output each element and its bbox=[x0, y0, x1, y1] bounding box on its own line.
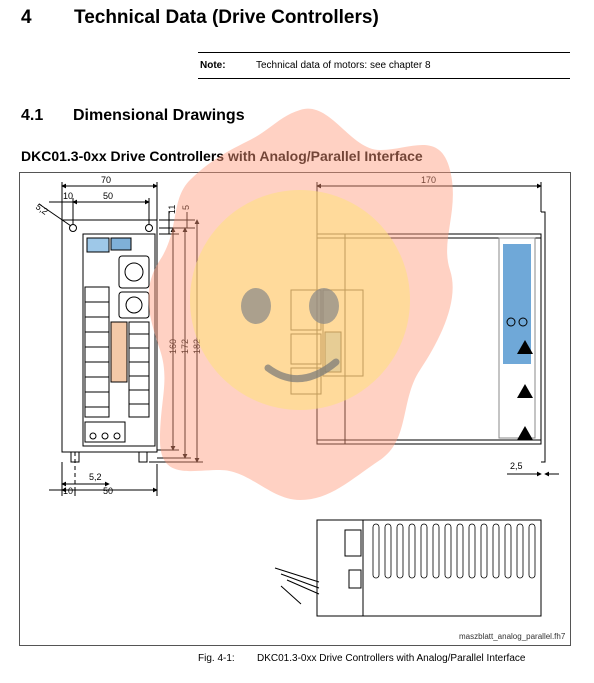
front-terminal-strip bbox=[84, 286, 110, 418]
dim-height-172: 172 bbox=[180, 339, 190, 354]
chapter-title: Technical Data (Drive Controllers) bbox=[74, 7, 379, 28]
note-label: Note: bbox=[200, 60, 226, 71]
front-view bbox=[61, 219, 158, 490]
dim-height-5: 5 bbox=[181, 205, 191, 210]
dim-width-50-top: 50 bbox=[103, 191, 113, 201]
section-number: 4.1 bbox=[21, 107, 44, 124]
side-view bbox=[290, 211, 546, 463]
figure-caption: DKC01.3-0xx Drive Controllers with Analo… bbox=[257, 653, 526, 664]
dim-bottom-52: 5,2 bbox=[89, 472, 102, 482]
dim-height-11: 11 bbox=[167, 205, 177, 214]
dim-bottom-10: 10 bbox=[63, 486, 73, 496]
dim-width-70: 70 bbox=[101, 175, 111, 185]
dim-bottom-50: 50 bbox=[103, 486, 113, 496]
figure-label: Fig. 4-1: bbox=[198, 653, 235, 664]
top-view bbox=[274, 519, 542, 617]
dim-offset-10-top: 10 bbox=[63, 191, 73, 201]
dim-angle-52: 5,2 bbox=[34, 201, 50, 216]
section-title: Dimensional Drawings bbox=[73, 107, 245, 124]
chapter-number: 4 bbox=[21, 7, 32, 28]
subsection-title: DKC01.3-0xx Drive Controllers with Analo… bbox=[21, 148, 423, 164]
dim-height-160: 160 bbox=[168, 339, 178, 354]
note-rule-bottom bbox=[198, 78, 570, 79]
dim-flange-25: 2,5 bbox=[510, 461, 523, 471]
drawing-source-file: maszblatt_analog_parallel.fh7 bbox=[459, 632, 566, 641]
figure-frame bbox=[19, 172, 571, 646]
note-rule-top bbox=[198, 52, 570, 53]
note-text: Technical data of motors: see chapter 8 bbox=[256, 60, 431, 71]
dim-height-182: 182 bbox=[192, 339, 202, 354]
dim-depth-170: 170 bbox=[421, 175, 436, 185]
dimensional-drawing: 70 10 50 5,2 11 5 160 172 182 170 2,5 5,… bbox=[34, 175, 559, 617]
